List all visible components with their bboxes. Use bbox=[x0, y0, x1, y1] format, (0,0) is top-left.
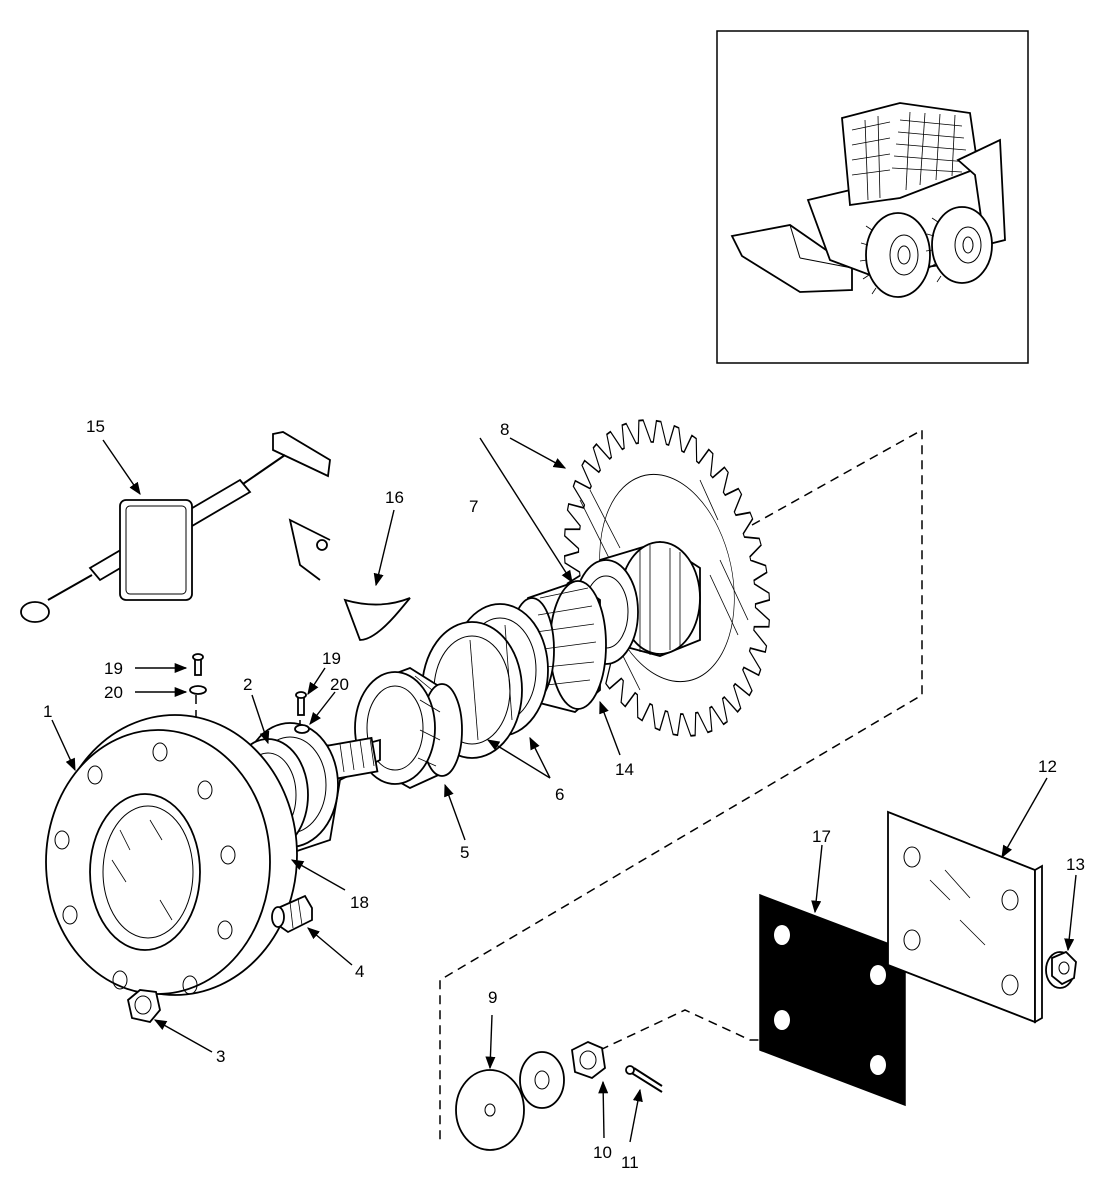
callout-8: 8 bbox=[500, 420, 509, 439]
part-19-screw-right bbox=[295, 691, 307, 716]
callout-9: 9 bbox=[488, 988, 497, 1007]
part-10-washer bbox=[519, 1051, 565, 1109]
part-12-cover-plate bbox=[887, 810, 1043, 1024]
part-20-washer-left bbox=[189, 685, 207, 695]
part-3-lug-nut bbox=[127, 989, 161, 1023]
part-19-screw-left bbox=[192, 653, 204, 676]
callout-16: 16 bbox=[385, 488, 404, 507]
callout-15: 15 bbox=[86, 417, 105, 436]
part-6-bearing-cups bbox=[421, 603, 549, 759]
callout-4: 4 bbox=[355, 962, 364, 981]
part-14-drive-hub bbox=[573, 541, 701, 665]
callout-20-left: 20 bbox=[104, 683, 123, 702]
callout-10: 10 bbox=[593, 1143, 612, 1162]
part-10-castle-nut bbox=[571, 1041, 606, 1080]
callout-12: 12 bbox=[1038, 757, 1057, 776]
callout-14: 14 bbox=[615, 760, 634, 779]
callout-20-right: 20 bbox=[330, 675, 349, 694]
callout-17: 17 bbox=[812, 827, 831, 846]
part-9-spacer-disc bbox=[455, 1069, 525, 1151]
vehicle-inset bbox=[716, 30, 1029, 364]
callout-19-right: 19 bbox=[322, 649, 341, 668]
callout-7: 7 bbox=[469, 497, 478, 516]
part-17-gasket bbox=[759, 893, 906, 1107]
part-20-washer-right bbox=[294, 724, 310, 734]
callout-labels: 1 2 3 4 5 6 7 8 9 10 11 12 13 14 15 16 1… bbox=[43, 417, 1085, 1172]
callout-11: 11 bbox=[621, 1153, 639, 1172]
callout-6: 6 bbox=[555, 785, 564, 804]
leader-arrows bbox=[51, 437, 1077, 1143]
part-4-wheel-stud bbox=[271, 894, 313, 934]
callout-3: 3 bbox=[216, 1047, 225, 1066]
part-16-bracket bbox=[288, 518, 411, 641]
callout-1: 1 bbox=[43, 702, 52, 721]
part-15-cylinder bbox=[20, 431, 331, 623]
callout-5: 5 bbox=[460, 843, 469, 862]
callout-19-left: 19 bbox=[104, 659, 123, 678]
part-13-flange-nut bbox=[1045, 950, 1077, 989]
part-11-cotter-pin bbox=[625, 1065, 663, 1093]
callout-13: 13 bbox=[1066, 855, 1085, 874]
skid-steer-loader-illustration bbox=[730, 102, 1006, 298]
part-1-hub-disc bbox=[45, 714, 298, 996]
callout-2: 2 bbox=[243, 675, 252, 694]
callout-18: 18 bbox=[350, 893, 369, 912]
